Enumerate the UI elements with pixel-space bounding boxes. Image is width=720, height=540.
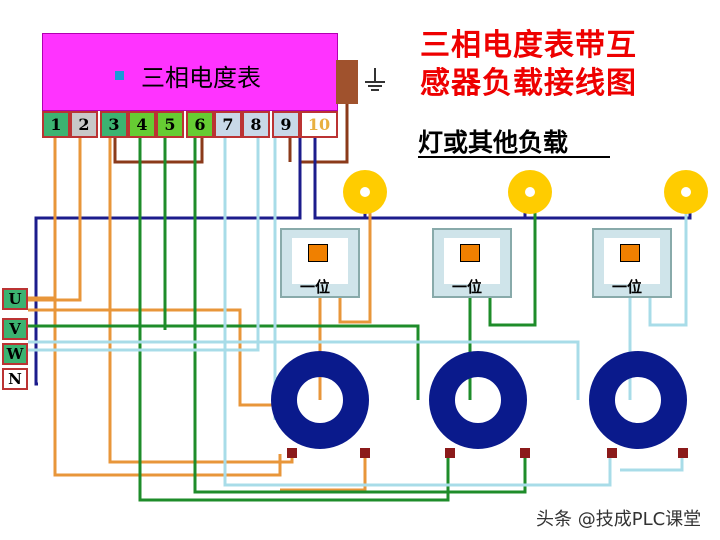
meter-terminal-6: 6	[186, 111, 214, 138]
meter-terminal-2: 2	[70, 111, 98, 138]
switch-2: 一位	[432, 228, 512, 298]
lamp-socket-icon	[525, 187, 535, 197]
phase-terminal-V: V	[2, 318, 28, 340]
phase-u-wire	[280, 454, 367, 492]
ct-terminal	[678, 448, 688, 458]
phase-terminal-W: W	[2, 343, 28, 365]
lamp-socket-icon	[360, 187, 370, 197]
ct-terminal	[520, 448, 530, 458]
phase-w-wire	[620, 454, 684, 472]
phase-u-wire	[53, 298, 282, 477]
meter-terminal-10: 10	[300, 111, 338, 138]
phase-u-wire	[108, 138, 294, 464]
lamp-socket-icon	[681, 187, 691, 197]
lamp-2	[508, 170, 552, 214]
phase-u-wire	[28, 138, 82, 302]
phase-terminal-N: N	[2, 368, 28, 390]
neutral-wire	[34, 138, 302, 386]
phase-v-wire	[138, 138, 450, 502]
switch-label: 一位	[452, 278, 483, 296]
switch-button	[460, 244, 480, 262]
current-transformer-2	[429, 351, 527, 449]
load-label-underline	[418, 156, 610, 158]
ground-icon	[365, 68, 385, 91]
load-label: 灯或其他负载	[418, 128, 569, 157]
ct-terminal	[287, 448, 297, 458]
switch-3: 一位	[592, 228, 672, 298]
phase-w-wire	[223, 138, 612, 487]
title-line-2: 感器负载接线图	[420, 66, 637, 101]
ground-terminal	[336, 60, 358, 104]
meter-terminal-4: 4	[128, 111, 156, 138]
watermark: 头条 @技成PLC课堂	[536, 509, 702, 530]
meter-label: 三相电度表	[141, 64, 261, 92]
title-line-1: 三相电度表带互	[420, 28, 637, 63]
phase-w-wire	[28, 340, 580, 400]
meter-terminal-1: 1	[42, 111, 70, 138]
phase-u-wire	[338, 205, 372, 324]
phase-v-wire	[28, 324, 420, 400]
meter-terminal-3: 3	[100, 111, 128, 138]
diagram-title: 三相电度表带互 感器负载接线图	[420, 27, 710, 103]
lamp-3	[664, 170, 708, 214]
jumper-wire	[113, 138, 204, 164]
switch-button	[620, 244, 640, 262]
meter-terminal-7: 7	[214, 111, 242, 138]
ct-terminal	[607, 448, 617, 458]
phase-v-wire	[488, 205, 537, 327]
energy-meter: 三相电度表	[42, 33, 338, 111]
phase-terminal-U: U	[2, 288, 28, 310]
ct-terminal	[360, 448, 370, 458]
meter-terminal-5: 5	[156, 111, 184, 138]
phase-w-wire	[28, 138, 260, 352]
current-transformers	[271, 351, 687, 449]
switch-label: 一位	[612, 278, 643, 296]
current-transformer-1	[271, 351, 369, 449]
meter-terminal-8: 8	[242, 111, 270, 138]
ct-terminal	[445, 448, 455, 458]
bullet-icon	[115, 71, 124, 80]
phase-u-wire	[28, 308, 280, 407]
phase-v-wire	[193, 138, 527, 494]
lamp-1	[343, 170, 387, 214]
switch-button	[308, 244, 328, 262]
current-transformer-3	[589, 351, 687, 449]
switch-label: 一位	[300, 278, 331, 296]
meter-terminal-9: 9	[272, 111, 300, 138]
phase-w-wire	[648, 205, 688, 327]
switch-1: 一位	[280, 228, 360, 298]
